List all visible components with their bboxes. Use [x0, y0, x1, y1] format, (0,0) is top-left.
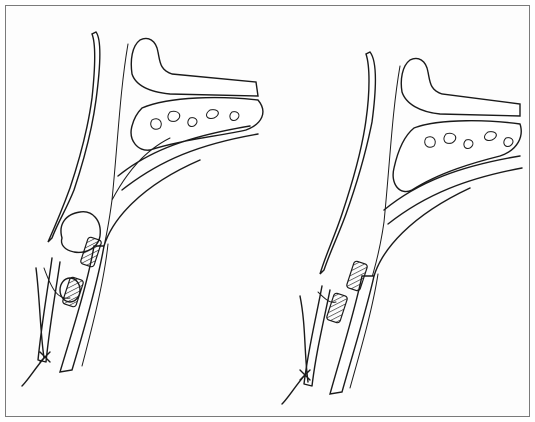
right-implant-lower [326, 293, 348, 324]
right-anterior-wall [320, 52, 376, 274]
left-orbital-roof [131, 39, 258, 97]
right-panel [282, 52, 522, 404]
right-sinus-mass [393, 121, 521, 192]
right-orbital-roof [401, 59, 520, 117]
left-posterior-tract [60, 246, 104, 372]
left-anterior-wall [48, 32, 100, 242]
left-panel [22, 32, 263, 386]
